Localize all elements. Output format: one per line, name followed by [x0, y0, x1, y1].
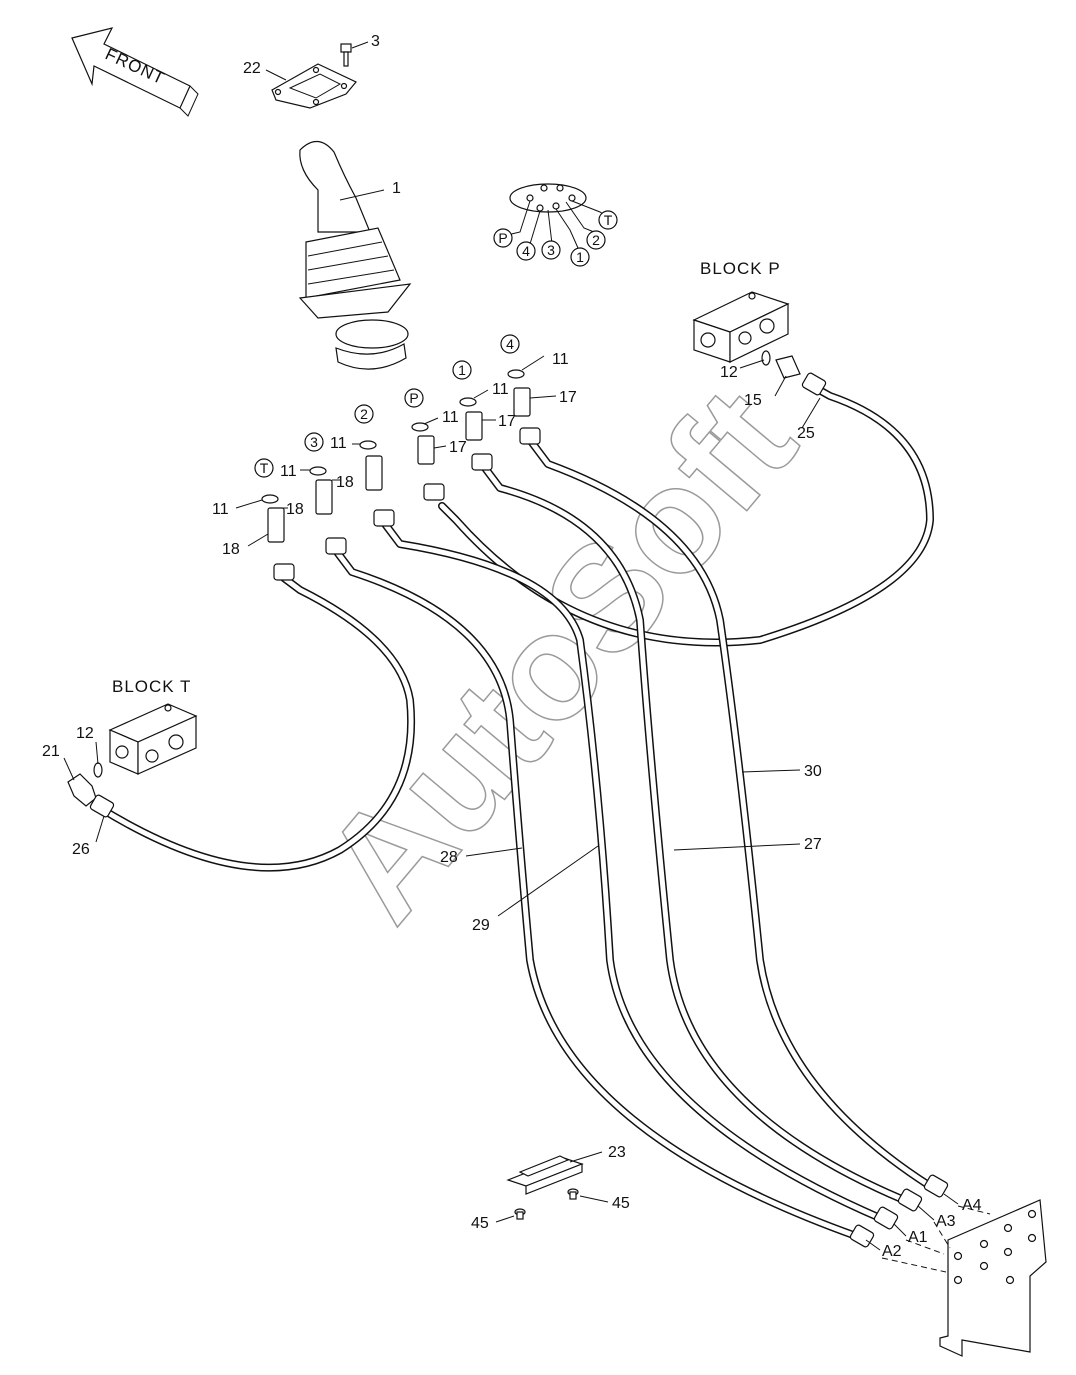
bolt-part-45b	[514, 1208, 526, 1220]
port-label-3: 3	[547, 242, 555, 258]
port-marker-2: 2	[360, 406, 368, 422]
clamp-part	[506, 1155, 584, 1195]
callout-29: 29	[472, 917, 490, 934]
callout-30: 30	[804, 763, 822, 780]
mounting-plate-part	[939, 1199, 1047, 1357]
callout-11-3: 11	[280, 463, 297, 480]
callout-11-4: 11	[552, 351, 569, 368]
port-label-4: 4	[522, 243, 530, 259]
port-marker-p: P	[409, 390, 418, 406]
callout-27: 27	[804, 836, 822, 853]
callout-11-1: 11	[492, 381, 509, 398]
callout-21: 21	[42, 743, 60, 760]
callout-17-4: 17	[559, 389, 577, 406]
hose-30	[526, 436, 934, 1190]
port-label-p: P	[498, 230, 507, 246]
o-ring-set	[261, 350, 771, 504]
port-label-2: 2	[592, 232, 600, 248]
port-marker-3: 3	[310, 434, 318, 450]
callout-11-t: 11	[212, 501, 229, 518]
hose-28	[330, 544, 860, 1240]
port-marker-t: T	[260, 460, 269, 476]
callout-28: 28	[440, 849, 458, 866]
bolt-part-45a	[567, 1188, 579, 1200]
block-t-label: BLOCK T	[112, 677, 191, 696]
callout-11-p: 11	[442, 409, 459, 426]
callout-15: 15	[744, 392, 762, 409]
port-markers	[254, 334, 520, 478]
hose-26	[96, 574, 416, 872]
port-marker-1: 1	[458, 362, 466, 378]
callout-a3: A3	[936, 1213, 956, 1230]
callout-23: 23	[608, 1144, 626, 1161]
callout-17-p: 17	[449, 439, 467, 456]
elbow-fitting-part	[67, 762, 103, 807]
port-pattern-diagram	[493, 183, 618, 267]
dashed-guide-lines	[881, 1205, 991, 1273]
bolt-part	[340, 43, 352, 67]
block-t-part	[108, 703, 198, 775]
callout-25: 25	[797, 425, 815, 442]
hose-29	[378, 516, 884, 1222]
joystick-part	[298, 140, 412, 370]
callout-a1: A1	[908, 1229, 928, 1246]
callout-45-b: 45	[471, 1215, 489, 1232]
port-marker-4: 4	[506, 336, 514, 352]
callout-11-2: 11	[330, 435, 347, 452]
gasket-part	[271, 63, 357, 109]
callout-26: 26	[72, 841, 90, 858]
callout-12-p: 12	[720, 364, 738, 381]
port-label-1: 1	[576, 249, 584, 265]
front-arrow-icon	[71, 27, 199, 117]
callout-a2: A2	[882, 1243, 902, 1260]
block-p-label: BLOCK P	[700, 259, 781, 278]
callout-45-a: 45	[612, 1195, 630, 1212]
callout-18-t: 18	[222, 541, 240, 558]
callout-3: 3	[371, 33, 380, 50]
callout-18-2: 18	[336, 474, 354, 491]
adapter-set	[267, 355, 801, 543]
callout-22: 22	[243, 60, 261, 77]
hose-27	[478, 460, 908, 1204]
callout-18-3: 18	[286, 501, 304, 518]
callout-1: 1	[392, 180, 401, 197]
callout-a4: A4	[962, 1197, 982, 1214]
port-label-t: T	[604, 212, 613, 228]
leader-lines	[63, 41, 959, 1251]
callout-17-1: 17	[498, 413, 516, 430]
callout-12-t: 12	[76, 725, 94, 742]
block-p-part	[692, 291, 790, 363]
